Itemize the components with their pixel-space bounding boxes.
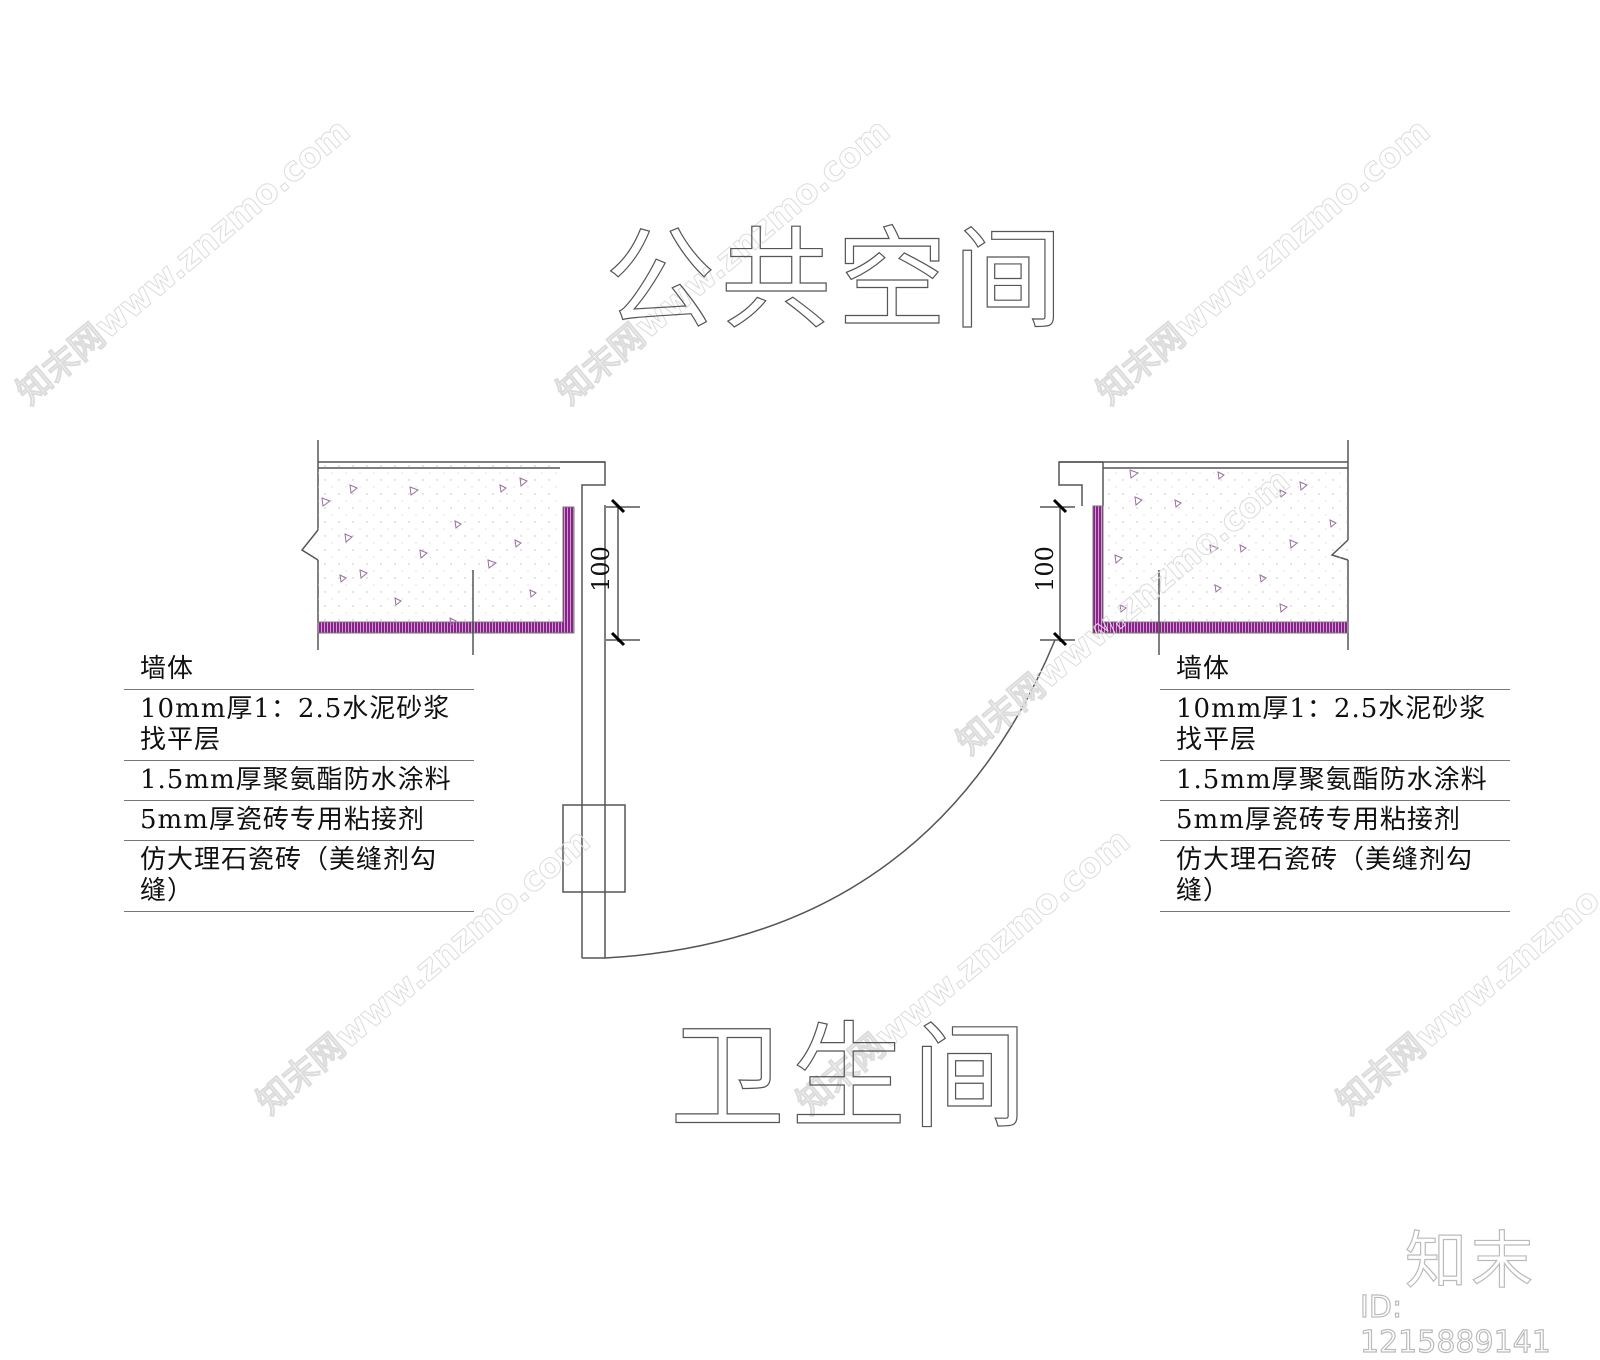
legend-left: 墙体 10mm厚1：2.5水泥砂浆找平层 1.5mm厚聚氨酯防水涂料 5mm厚瓷…: [124, 652, 474, 912]
legend-item: 5mm厚瓷砖专用粘接剂: [1160, 801, 1510, 841]
legend-item: 1.5mm厚聚氨酯防水涂料: [1160, 761, 1510, 801]
legend-item: 5mm厚瓷砖专用粘接剂: [124, 801, 474, 841]
legend-item: 仿大理石瓷砖（美缝剂勾缝）: [1160, 841, 1510, 912]
right-wall-section: [1040, 440, 1349, 655]
image-id: ID: 1215889141: [1359, 1289, 1551, 1360]
room-label-bathroom: 卫生间: [669, 1010, 1034, 1145]
left-wall-section: [300, 440, 1056, 959]
brand-logo: 知末: [1404, 1223, 1538, 1297]
legend-item: 10mm厚1：2.5水泥砂浆找平层: [1160, 690, 1510, 761]
dimension-left: 100: [586, 546, 615, 592]
legend-item: 1.5mm厚聚氨酯防水涂料: [124, 761, 474, 801]
room-label-public-space: 公共空间: [604, 215, 1069, 344]
legend-item: 墙体: [124, 652, 474, 690]
legend-item: 墙体: [1160, 652, 1510, 690]
dimension-right: 100: [1030, 546, 1059, 592]
legend-item: 仿大理石瓷砖（美缝剂勾缝）: [124, 841, 474, 912]
left-aggregate: [321, 477, 537, 626]
legend-item: 10mm厚1：2.5水泥砂浆找平层: [124, 690, 474, 761]
legend-right: 墙体 10mm厚1：2.5水泥砂浆找平层 1.5mm厚聚氨酯防水涂料 5mm厚瓷…: [1160, 652, 1510, 912]
right-aggregate: [1114, 469, 1337, 613]
